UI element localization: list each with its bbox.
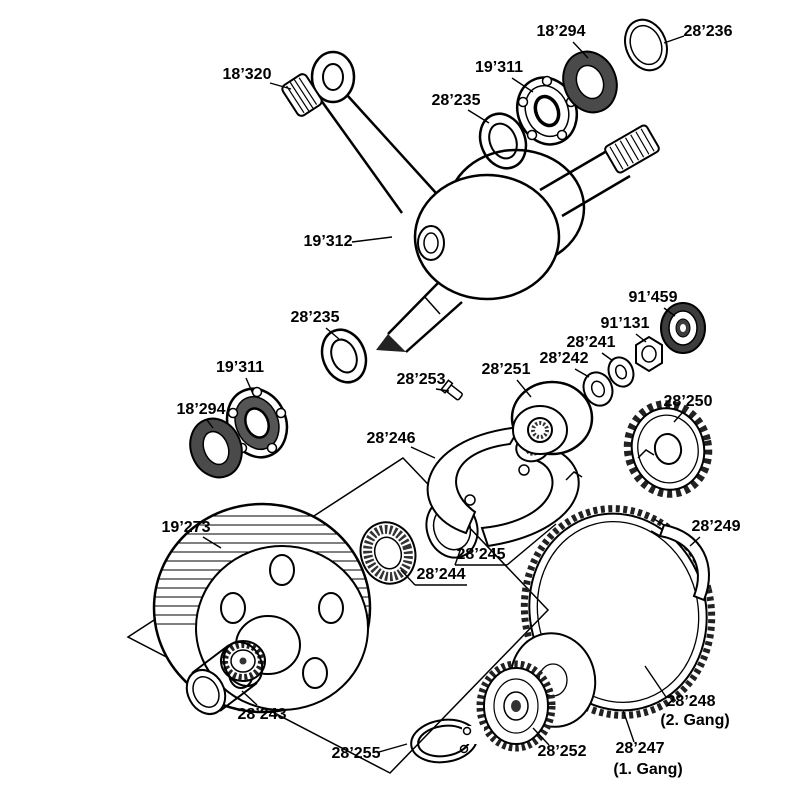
bearing-19311-lower bbox=[225, 386, 289, 459]
part-label-18294-lower: 18’294 bbox=[177, 401, 226, 418]
part-label-28244: 28’244 bbox=[417, 566, 466, 583]
part-label-19312: 19’312 bbox=[304, 233, 353, 250]
oil-seal-18294-upper bbox=[562, 50, 618, 114]
crank-web-hole bbox=[417, 225, 445, 261]
part-label-28247-gang: (1. Gang) bbox=[613, 761, 682, 778]
crank-web-front bbox=[413, 173, 561, 301]
circlip-28255 bbox=[410, 718, 484, 764]
part-label-28241: 28’241 bbox=[567, 334, 616, 351]
clutch-hub-28251 bbox=[510, 380, 594, 456]
circlip-28236 bbox=[624, 18, 668, 72]
bushing-28243 bbox=[185, 641, 264, 715]
crankshaft-upper-shaft bbox=[539, 124, 660, 218]
needle-cage-28244 bbox=[359, 521, 417, 585]
spline-tip bbox=[604, 124, 660, 174]
lock-washer-28242 bbox=[582, 371, 614, 407]
part-label-28245: 28’245 bbox=[457, 546, 506, 563]
part-label-28242: 28’242 bbox=[540, 350, 589, 367]
bearing-91459 bbox=[660, 302, 706, 354]
part-label-28247: 28’247 bbox=[616, 740, 665, 757]
part-label-28235-upper: 28’235 bbox=[432, 92, 481, 109]
part-label-28249: 28’249 bbox=[692, 518, 741, 535]
needle-pin-18320 bbox=[281, 73, 323, 117]
part-label-28250: 28’250 bbox=[664, 393, 713, 410]
part-label-28243: 28’243 bbox=[238, 706, 287, 723]
oil-seal-18294-lower bbox=[189, 417, 243, 479]
part-label-28251: 28’251 bbox=[482, 361, 531, 378]
part-label-28253: 28’253 bbox=[397, 371, 446, 388]
part-label-18294-upper: 18’294 bbox=[537, 23, 586, 40]
gear-28252 bbox=[476, 660, 556, 752]
part-label-28235-lower: 28’235 bbox=[291, 309, 340, 326]
crankshaft-lower-shaft bbox=[376, 282, 463, 353]
part-label-91131: 91’131 bbox=[601, 315, 650, 332]
part-label-28246: 28’246 bbox=[367, 430, 416, 447]
spring-clip-28249 bbox=[650, 518, 710, 602]
shaft-tip bbox=[376, 334, 406, 352]
hex-nut-91131 bbox=[635, 335, 663, 373]
toothed-washer-28250 bbox=[623, 400, 713, 498]
oil-seal-28235-upper bbox=[478, 112, 528, 170]
part-label-28255: 28’255 bbox=[332, 745, 381, 762]
alignment-tick-marks bbox=[565, 449, 655, 481]
part-label-28248-gang: (2. Gang) bbox=[660, 712, 729, 729]
part-label-91459: 91’459 bbox=[629, 289, 678, 306]
crankshaft-assembly bbox=[310, 50, 660, 353]
part-label-28252: 28’252 bbox=[538, 743, 587, 760]
part-label-19311-upper: 19’311 bbox=[475, 59, 523, 76]
part-label-18320: 18’320 bbox=[223, 66, 272, 83]
washer-28241 bbox=[607, 356, 635, 388]
connecting-rod bbox=[310, 50, 437, 214]
part-label-19273: 19’273 bbox=[162, 519, 211, 536]
part-labels: 18’294 28’236 18’320 19’311 28’235 19’31… bbox=[162, 23, 741, 778]
part-label-28236: 28’236 bbox=[684, 23, 733, 40]
oil-seal-28235-lower bbox=[320, 328, 368, 384]
leader-lines bbox=[202, 35, 701, 753]
part-label-28248: 28’248 bbox=[667, 693, 716, 710]
part-label-19311-lower: 19’311 bbox=[216, 359, 264, 376]
